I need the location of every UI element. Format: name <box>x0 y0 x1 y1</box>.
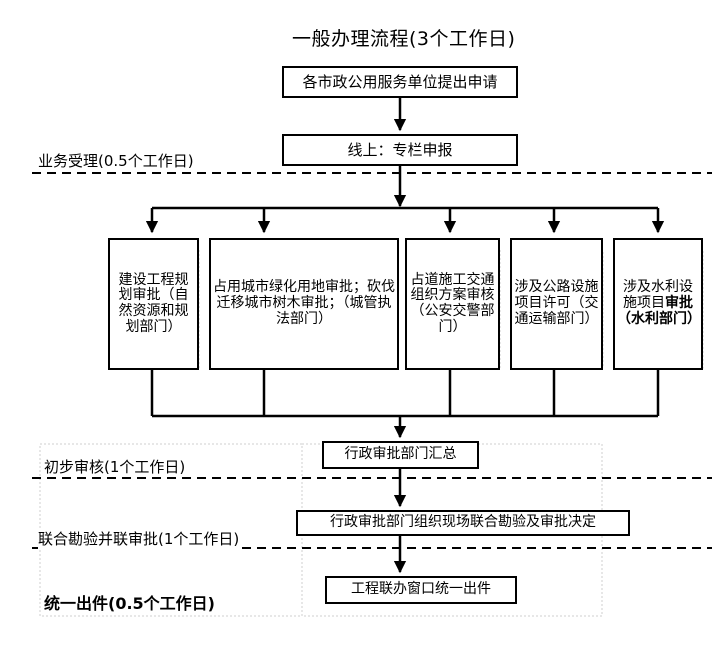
node-dept-greening-label: 占用城市绿化用地审批；砍伐迁移城市树木审批；（城管执法部门） <box>213 279 395 327</box>
diagram-title: 一般办理流程(3个工作日) <box>292 28 516 50</box>
node-dept-traffic-police-label: 占道施工交通组织方案审核（公安交警部门） <box>410 271 495 335</box>
node-dept-water-label-bold: 审批（水利部门） <box>617 295 701 327</box>
node-dept-planning[interactable]: 建设工程规划审批（自然资源和规划部门） <box>108 238 199 370</box>
node-approval-summary-label: 行政审批部门汇总 <box>344 446 457 463</box>
node-dept-water-label-head: 涉及水利设施项目 <box>623 279 693 312</box>
node-online-declaration-label: 线上：专栏申报 <box>347 140 453 159</box>
node-dept-water-label: 涉及水利设施项目审批（水利部门） <box>615 280 701 327</box>
node-dept-transport-label: 涉及公路设施项目许可（交通运输部门） <box>514 279 599 327</box>
lane-label-issue: 统一出件(0.5个工作日) <box>44 590 215 614</box>
node-dept-traffic-police[interactable]: 占道施工交通组织方案审核（公安交警部门） <box>405 238 500 370</box>
connector-fanin <box>150 370 660 439</box>
lane-label-review: 初步审核(1个工作日) <box>44 456 186 477</box>
node-dept-planning-label: 建设工程规划审批（自然资源和规划部门） <box>118 271 189 335</box>
node-dept-greening[interactable]: 占用城市绿化用地审批；砍伐迁移城市树木审批；（城管执法部门） <box>209 238 399 370</box>
node-joint-survey-decision-label: 行政审批部门组织现场联合勘验及审批决定 <box>330 514 596 531</box>
connector-fanout <box>145 166 665 234</box>
node-dept-water[interactable]: 涉及水利设施项目审批（水利部门） <box>613 238 703 370</box>
node-unified-issuance[interactable]: 工程联办窗口统一出件 <box>325 576 517 604</box>
node-joint-survey-decision[interactable]: 行政审批部门组织现场联合勘验及审批决定 <box>296 510 630 536</box>
lane-label-accept: 业务受理(0.5个工作日) <box>38 150 194 171</box>
node-online-declaration[interactable]: 线上：专栏申报 <box>282 134 518 166</box>
node-approval-summary[interactable]: 行政审批部门汇总 <box>322 441 479 469</box>
node-apply-request-label: 各市政公用服务单位提出申请 <box>302 72 498 91</box>
node-unified-issuance-label: 工程联办窗口统一出件 <box>351 581 491 598</box>
node-dept-transport[interactable]: 涉及公路设施项目许可（交通运输部门） <box>510 238 603 370</box>
node-apply-request[interactable]: 各市政公用服务单位提出申请 <box>282 66 518 98</box>
lane-label-survey: 联合勘验并联审批(1个工作日) <box>38 528 240 549</box>
